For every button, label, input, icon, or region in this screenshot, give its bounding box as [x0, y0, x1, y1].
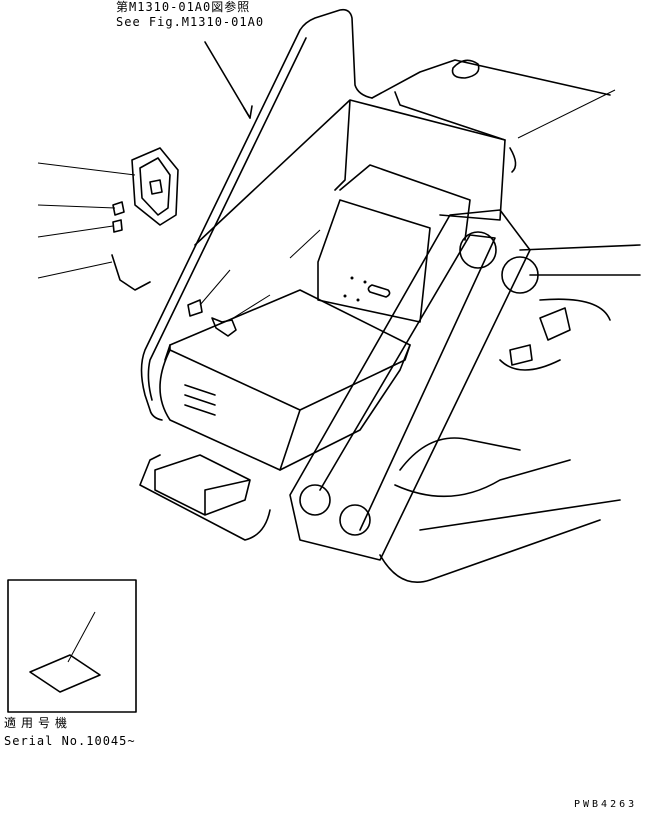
console-dot	[356, 298, 360, 302]
pin-bottom-left	[299, 484, 331, 516]
cab-top	[371, 59, 611, 141]
callout-line	[37, 204, 116, 209]
fuel-cap	[451, 59, 480, 79]
boom-arm	[289, 209, 531, 561]
pin-top-left	[459, 231, 497, 269]
inset-frame	[7, 579, 137, 713]
drawing-code: PWB4263	[574, 799, 638, 810]
seat-grille	[184, 384, 216, 416]
frame-rail	[519, 244, 641, 321]
handrail	[140, 8, 373, 421]
bracket-rod	[111, 254, 151, 291]
small-plate	[187, 299, 203, 317]
boom-arm-inner	[319, 234, 496, 531]
seat-front	[159, 344, 301, 471]
floor-box	[154, 454, 251, 516]
bracket-plate-2	[509, 344, 533, 366]
callout-line	[37, 162, 136, 176]
inset-leader	[67, 611, 96, 663]
mirror-inner	[139, 157, 171, 216]
callout-line	[37, 261, 113, 279]
callout-line	[517, 89, 616, 139]
callout-line	[37, 225, 114, 238]
callout-line	[289, 229, 321, 259]
mirror	[131, 147, 179, 226]
console-slot	[367, 284, 391, 298]
console-dot	[363, 280, 367, 284]
lower-frame-2	[419, 359, 621, 531]
bracket-plate	[539, 307, 571, 341]
reference-leader	[204, 41, 251, 119]
callout-line	[199, 269, 231, 306]
reference-note-japanese: 第M1310-01A0図参照	[116, 0, 251, 14]
bolt	[211, 317, 237, 337]
reference-leader-arrow	[243, 105, 253, 119]
serial-label-english: Serial No.10045~	[4, 734, 136, 748]
callout-line	[229, 294, 271, 321]
inset-label-plate	[29, 654, 101, 693]
clip-part	[112, 201, 125, 216]
cab-side	[509, 147, 517, 173]
step-handle	[139, 454, 271, 541]
handrail-inner	[147, 37, 307, 401]
console-dot	[343, 294, 347, 298]
serial-label-japanese: 適用号機	[4, 716, 73, 730]
nut-part	[112, 219, 123, 233]
console-dot	[350, 276, 354, 280]
lower-frame	[379, 437, 601, 584]
pin-bottom-right	[339, 504, 371, 536]
seat-skirt	[279, 344, 411, 471]
seat-back-panel	[339, 164, 471, 241]
console-panel	[317, 199, 431, 323]
mirror-mount	[149, 179, 163, 195]
reference-note-english: See Fig.M1310-01A0	[116, 15, 265, 29]
